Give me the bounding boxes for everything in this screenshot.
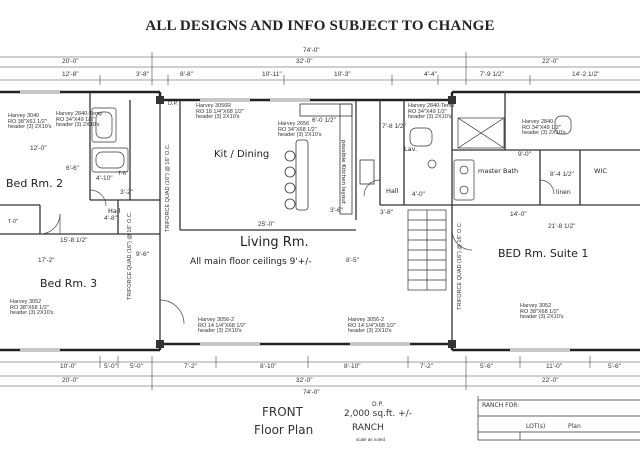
dim-bot-7: 7'-2" (420, 363, 433, 370)
dim-top-2: 32'-0" (296, 58, 313, 65)
dim-top2-4: 10'-11" (262, 71, 282, 78)
dim-top2-3: 8'-8" (180, 71, 193, 78)
room-wic: WIC (594, 167, 607, 175)
dim-misc-9: 6'-0 1/2" (312, 117, 336, 124)
dim-bot-4: 7'-2" (184, 363, 197, 370)
attic-note: D.P. (168, 101, 178, 107)
stairs (407, 209, 447, 291)
room-hall-left: Hall (108, 207, 121, 215)
dim-bot2-2: 32'-0" (296, 377, 313, 384)
dim-misc-19: 4'-8" (104, 215, 117, 222)
title-ranch: RANCH (352, 423, 384, 433)
room-bed-3: Bed Rm. 3 (40, 277, 98, 290)
window-openings (20, 90, 570, 352)
room-living: Living Rm. (240, 235, 309, 250)
dim-bot-1: 10'-0" (60, 363, 77, 370)
dim-top2-8: 14'-2 1/2" (572, 71, 600, 78)
interior-walls (0, 92, 640, 344)
dim-misc-17: 9'-6" (136, 251, 149, 258)
dim-bot-8: 5'-6" (480, 363, 493, 370)
title-dp: D.P. (372, 401, 384, 408)
dim-misc-10: 3'-6" (330, 207, 343, 214)
room-lav: Lav. (404, 145, 418, 153)
room-bed-suite-1: BED Rm. Suite 1 (498, 247, 589, 260)
dim-bot-5: 8'-10" (260, 363, 277, 370)
dim-misc-18: 8'-5" (346, 257, 359, 264)
dim-top-3: 22'-0" (542, 58, 559, 65)
title-floor-plan: Floor Plan (254, 423, 314, 437)
top-dimension-lines (0, 52, 640, 85)
room-master-bath: master Bath (478, 167, 519, 175)
overall-dim-top: 74'-0" (303, 47, 320, 54)
room-hall-mid: Hall (386, 187, 399, 195)
bottom-dimension-lines (0, 356, 640, 390)
dim-misc-1: 12'-0" (30, 145, 47, 152)
ceiling-note: All main floor ceilings 9'+/- (190, 257, 312, 267)
kitchen-layout-note: possible Kitchen layout (340, 140, 346, 204)
dim-bot-3: 5'-0" (130, 363, 143, 370)
dim-misc-8: 8'-4 1/2" (550, 171, 574, 178)
dim-misc-15: 4'-10" (96, 175, 113, 182)
dim-misc-3: 17'-2" (38, 257, 55, 264)
dim-misc-16: 6'-6" (66, 165, 79, 172)
dim-top2-6: 4'-4" (424, 71, 437, 78)
dim-bot2-3: 22'-0" (542, 377, 559, 384)
dim-top-1: 20'-0" (62, 58, 79, 65)
door-swings (39, 179, 555, 325)
dim-top2-7: 7'-9 1/2" (480, 71, 504, 78)
dim-bot-9: 11'-0" (546, 363, 563, 370)
title-sqft: 2,000 sq.ft. +/- (344, 409, 412, 419)
block-lot: LOT(s) (526, 423, 546, 430)
window-glass-lines (20, 90, 570, 352)
dim-misc-14: 3'-2" (120, 189, 133, 196)
dim-bot-10: 5'-6" (608, 363, 621, 370)
closet-note: T-0" (8, 219, 18, 225)
dim-misc-5: 14'-0" (510, 211, 527, 218)
kitchen-layout (284, 103, 375, 215)
dim-bot-2: 5'-0" (104, 363, 117, 370)
dim-top2-1: 12'-8" (62, 71, 79, 78)
triforce-quad-right: TRIFORCE QUAD (16") @ 16" O.C. (457, 221, 463, 310)
dim-misc-7: 9'-0" (518, 151, 531, 158)
title-block-lines (477, 396, 640, 441)
dim-bot-6: 8'-10" (344, 363, 361, 370)
room-linen: linen (556, 189, 571, 196)
triforce-quad-left: TRIFORCE QUAD (16") @ 16" O.C. (127, 211, 133, 300)
dim-misc-4: 25'-0" (258, 221, 275, 228)
posts (156, 96, 456, 348)
title-scale: scale as noted (356, 437, 386, 442)
dim-misc-6: 21'-8 1/2" (548, 223, 576, 230)
dim-misc-2: 15'-8 1/2" (60, 237, 88, 244)
pantry-note: T-6" (118, 171, 128, 177)
dim-misc-12: 3'-8" (380, 209, 393, 216)
dim-misc-13: 4'-0" (412, 191, 425, 198)
triforce-quad-mid: TRIFORCE QUAD (16") @ 16" O.C. (165, 143, 171, 232)
dim-misc-11: 7'-8 1/2" (382, 123, 406, 130)
block-plan: Plan (568, 423, 581, 430)
room-bed-2: Bed Rm. 2 (6, 177, 64, 190)
block-ranch-for: RANCH FOR: (482, 402, 520, 409)
overall-dim-bottom: 74'-0" (303, 389, 320, 396)
room-kitchen-dining: Kit / Dining (214, 149, 270, 160)
dim-top2-2: 3'-8" (136, 71, 149, 78)
disclaimer-banner: ALL DESIGNS AND INFO SUBJECT TO CHANGE (145, 18, 495, 34)
bath-fixtures (91, 107, 572, 201)
dim-bot2-1: 20'-0" (62, 377, 79, 384)
dim-top2-5: 10'-3" (334, 71, 351, 78)
title-front: FRONT (262, 405, 303, 419)
